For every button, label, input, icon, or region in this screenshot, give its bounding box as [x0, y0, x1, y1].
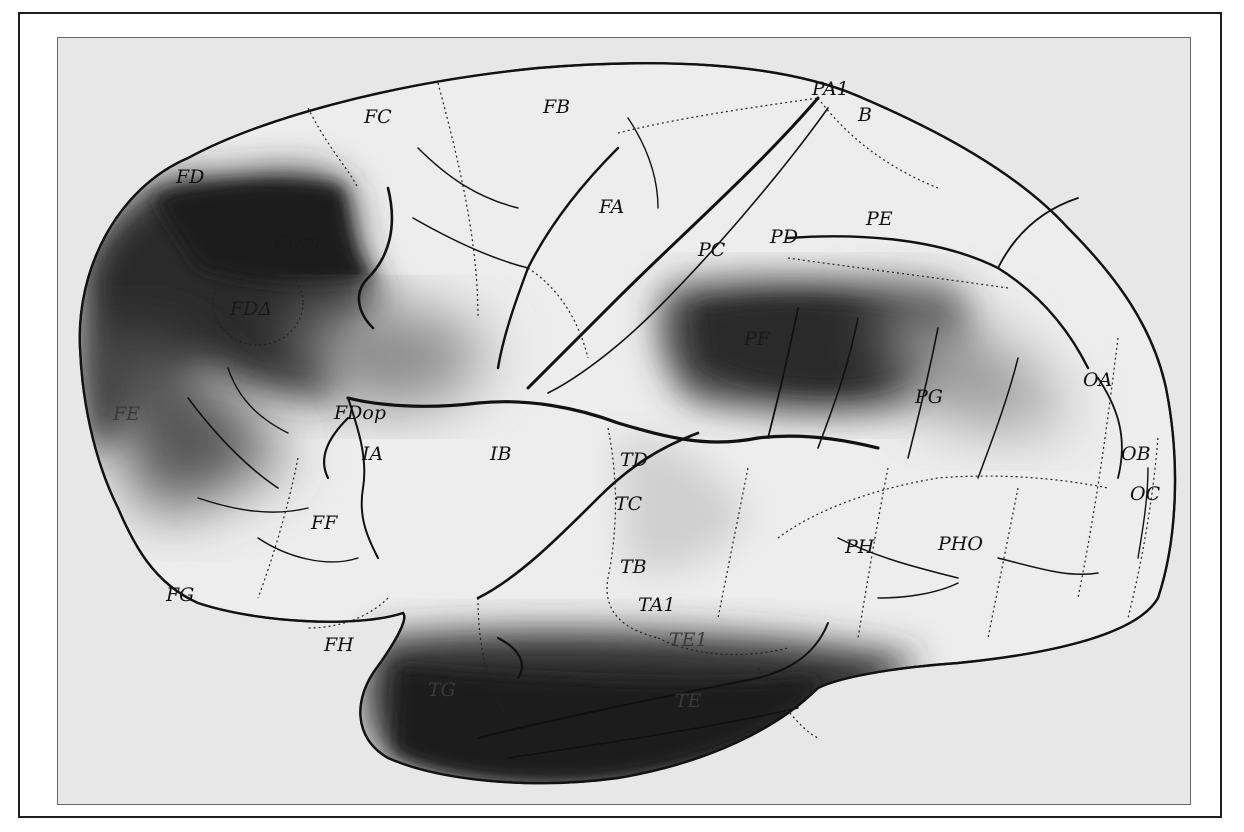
label-TE1: TE1	[669, 629, 708, 651]
label-FE: FE	[112, 403, 140, 425]
label-FH: FH	[323, 634, 354, 656]
label-FDop: FDop	[333, 402, 386, 424]
label-TC: TC	[615, 493, 643, 515]
label-FA: FA	[598, 196, 624, 218]
brain-map-figure: PA1 B FC FB FD FA PE PC PD FDm FDΔ PF OA…	[57, 37, 1191, 805]
label-PC: PC	[697, 239, 726, 261]
label-OC: OC	[1130, 483, 1161, 505]
label-TD: TD	[620, 449, 648, 471]
label-FD: FD	[175, 166, 204, 188]
label-IA: IA	[361, 443, 383, 465]
label-FG: FG	[165, 584, 194, 606]
label-PD: PD	[769, 226, 798, 248]
brain-map-drawing: PA1 B FC FB FD FA PE PC PD FDm FDΔ PF OA…	[58, 38, 1191, 805]
label-PG: PG	[914, 386, 943, 408]
label-FDm: FDm	[273, 231, 320, 253]
label-TG: TG	[428, 679, 456, 701]
label-B: B	[857, 104, 872, 126]
label-PE: PE	[865, 208, 893, 230]
label-FC: FC	[363, 106, 392, 128]
label-TE: TE	[675, 690, 702, 712]
label-PA1: PA1	[811, 78, 849, 100]
label-IB: IB	[489, 443, 512, 465]
label-OB: OB	[1121, 443, 1151, 465]
label-PHO: PHO	[937, 533, 983, 555]
label-TB: TB	[620, 556, 647, 578]
label-PF: PF	[743, 328, 771, 350]
label-OA: OA	[1083, 369, 1112, 391]
label-TA1: TA1	[638, 594, 675, 616]
label-FB: FB	[542, 96, 570, 118]
label-PH: PH	[844, 536, 875, 558]
label-FDd: FDΔ	[229, 298, 272, 320]
label-FF: FF	[310, 512, 338, 534]
